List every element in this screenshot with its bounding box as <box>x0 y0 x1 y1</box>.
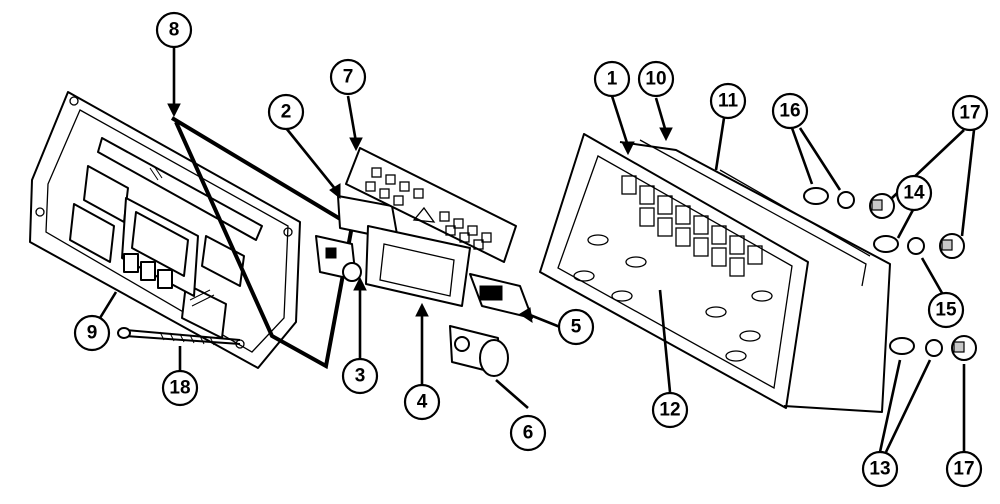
svg-text:15: 15 <box>935 300 957 321</box>
housing <box>539 133 809 409</box>
callout-16: 16 <box>771 92 809 130</box>
svg-text:18: 18 <box>169 378 190 399</box>
callout-2: 2 <box>267 93 305 131</box>
callout-9: 9 <box>73 314 111 352</box>
rotary-switch <box>449 325 509 377</box>
callout-11: 11 <box>709 82 747 120</box>
callout-8: 8 <box>155 11 193 49</box>
callout-18: 18 <box>161 369 199 407</box>
svg-text:17: 17 <box>953 459 974 480</box>
callout-7: 7 <box>329 58 367 96</box>
svg-text:13: 13 <box>869 459 890 480</box>
svg-text:8: 8 <box>169 20 180 41</box>
svg-text:1: 1 <box>607 69 618 90</box>
svg-text:12: 12 <box>659 400 680 421</box>
svg-text:5: 5 <box>571 317 582 338</box>
callout-15: 15 <box>927 291 965 329</box>
svg-text:6: 6 <box>523 423 534 444</box>
gasket <box>170 116 355 370</box>
callout-1: 1 <box>593 60 631 98</box>
callout-17-bottom: 17 <box>945 450 983 488</box>
callout-3: 3 <box>341 357 379 395</box>
svg-text:16: 16 <box>779 101 800 122</box>
svg-text:3: 3 <box>355 366 366 387</box>
svg-text:14: 14 <box>903 183 925 204</box>
callout-5: 5 <box>557 308 595 346</box>
callout-12: 12 <box>651 391 689 429</box>
svg-text:7: 7 <box>343 67 354 88</box>
svg-text:2: 2 <box>281 102 292 123</box>
display-module <box>365 225 471 307</box>
callout-13: 13 <box>861 450 899 488</box>
callout-4: 4 <box>403 383 441 421</box>
svg-text:11: 11 <box>718 91 739 112</box>
callout-10: 10 <box>637 60 675 98</box>
callout-6: 6 <box>509 414 547 452</box>
indicator-panel <box>345 147 517 263</box>
svg-text:4: 4 <box>417 392 428 413</box>
svg-text:10: 10 <box>645 69 666 90</box>
callout-17-top: 17 <box>951 94 989 132</box>
svg-text:17: 17 <box>959 103 980 124</box>
connector <box>469 273 533 319</box>
lamp-parts <box>803 187 977 361</box>
rear-plate <box>619 139 891 413</box>
screw <box>117 327 241 346</box>
callout-14: 14 <box>895 174 933 212</box>
front-bezel <box>29 91 301 369</box>
svg-text:9: 9 <box>87 323 98 344</box>
